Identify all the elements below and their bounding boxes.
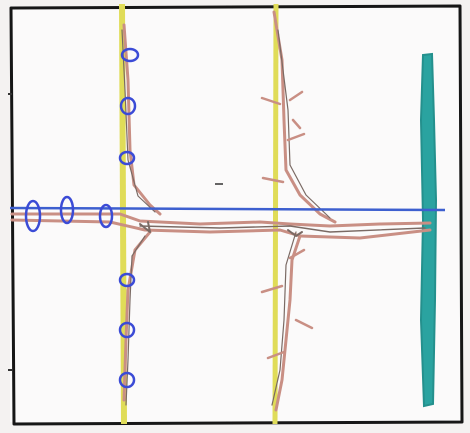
right-yellow-line (275, 4, 276, 424)
